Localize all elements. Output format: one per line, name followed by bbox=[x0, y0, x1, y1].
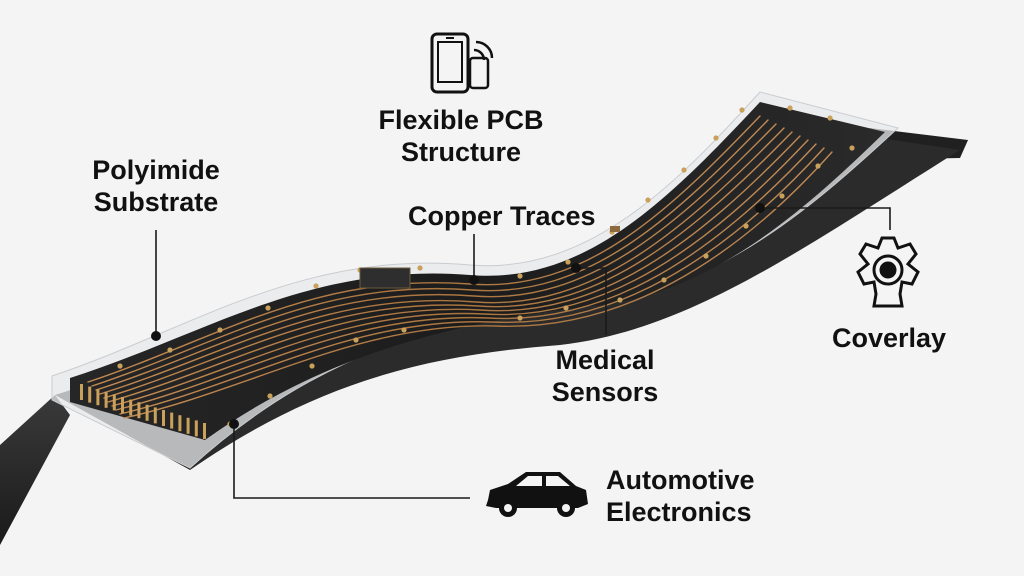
via-dot bbox=[267, 393, 273, 399]
via-dot bbox=[313, 283, 319, 289]
label-medical-line1: Medical bbox=[555, 345, 655, 375]
connector-pad bbox=[153, 407, 157, 424]
connector-pad bbox=[203, 423, 206, 439]
component-small bbox=[610, 226, 620, 232]
dot-automotive bbox=[229, 419, 239, 429]
via-dot bbox=[167, 347, 173, 353]
label-coverlay-line1: Coverlay bbox=[832, 323, 947, 353]
connector-pad bbox=[178, 415, 182, 432]
label-flexible-pcb-line2: Structure bbox=[400, 137, 522, 167]
smartphone-icon bbox=[430, 32, 494, 94]
via-dot bbox=[217, 327, 223, 333]
label-medical-sensors: Medical Sensors bbox=[544, 344, 666, 408]
via-dot bbox=[703, 253, 709, 259]
label-flexible-pcb-line1: Flexible PCB bbox=[378, 105, 544, 135]
ic-chip bbox=[359, 267, 411, 289]
connector-pads bbox=[80, 384, 206, 439]
via-dot bbox=[713, 135, 719, 141]
connector-pad bbox=[145, 404, 149, 421]
via-dot bbox=[661, 277, 667, 283]
via-dot bbox=[563, 305, 569, 311]
via-dot bbox=[265, 305, 271, 311]
pcb-board bbox=[70, 102, 885, 440]
label-coverlay: Coverlay bbox=[832, 322, 946, 354]
connector-pad bbox=[80, 384, 83, 400]
connector-pad bbox=[104, 391, 108, 408]
via-dot bbox=[309, 363, 315, 369]
label-copper-traces-line1: Copper Traces bbox=[408, 201, 596, 231]
dot-polyimide bbox=[151, 331, 161, 341]
via-dot bbox=[353, 337, 359, 343]
connector-pad bbox=[96, 389, 100, 406]
via-dot bbox=[417, 265, 423, 271]
via-dot bbox=[565, 259, 571, 265]
car-icon bbox=[486, 472, 588, 517]
leader-dots bbox=[151, 203, 765, 429]
flex-tail-left bbox=[0, 395, 70, 545]
connector-pad bbox=[112, 394, 116, 411]
via-dot bbox=[849, 145, 855, 151]
label-polyimide-substrate: Polyimide Substrate bbox=[86, 154, 226, 218]
label-automotive-line2: Electronics bbox=[606, 497, 752, 527]
label-flexible-pcb-structure: Flexible PCB Structure bbox=[372, 104, 550, 168]
via-dot bbox=[779, 193, 785, 199]
via-dot bbox=[517, 315, 523, 321]
leader-coverlay bbox=[760, 207, 891, 230]
dot-medical bbox=[571, 263, 581, 273]
via-dot bbox=[815, 163, 821, 169]
leader-medical bbox=[576, 267, 607, 335]
connector-pad bbox=[162, 410, 165, 426]
via-dot bbox=[645, 197, 651, 203]
via-dot bbox=[787, 105, 793, 111]
dot-coverlay bbox=[755, 203, 765, 213]
label-automotive-line1: Automotive bbox=[606, 465, 755, 495]
connector-pad bbox=[170, 412, 174, 429]
leader-lines bbox=[155, 207, 891, 499]
label-polyimide-line2: Substrate bbox=[93, 187, 219, 217]
via-dot bbox=[117, 363, 123, 369]
connector-pad bbox=[129, 399, 133, 416]
via-dot bbox=[681, 167, 687, 173]
via-dot bbox=[617, 297, 623, 303]
connector-pad bbox=[137, 402, 141, 419]
dot-copper bbox=[469, 275, 479, 285]
label-automotive-electronics: Automotive Electronics bbox=[606, 464, 755, 528]
connector-pad bbox=[186, 417, 190, 434]
via-dot bbox=[401, 327, 407, 333]
via-dot bbox=[743, 223, 749, 229]
connector-pad bbox=[88, 386, 92, 403]
label-medical-line2: Sensors bbox=[551, 377, 659, 407]
label-copper-traces: Copper Traces bbox=[408, 200, 596, 232]
via-dot bbox=[517, 273, 523, 279]
copper-traces bbox=[87, 115, 833, 419]
connector-pad bbox=[121, 397, 124, 413]
connector-pad bbox=[194, 420, 198, 437]
via-dots-bottom bbox=[227, 145, 855, 427]
via-dot bbox=[827, 115, 833, 121]
leader-automotive bbox=[233, 424, 470, 499]
gear-icon bbox=[856, 236, 920, 308]
label-polyimide-line1: Polyimide bbox=[92, 155, 220, 185]
via-dot bbox=[739, 107, 745, 113]
